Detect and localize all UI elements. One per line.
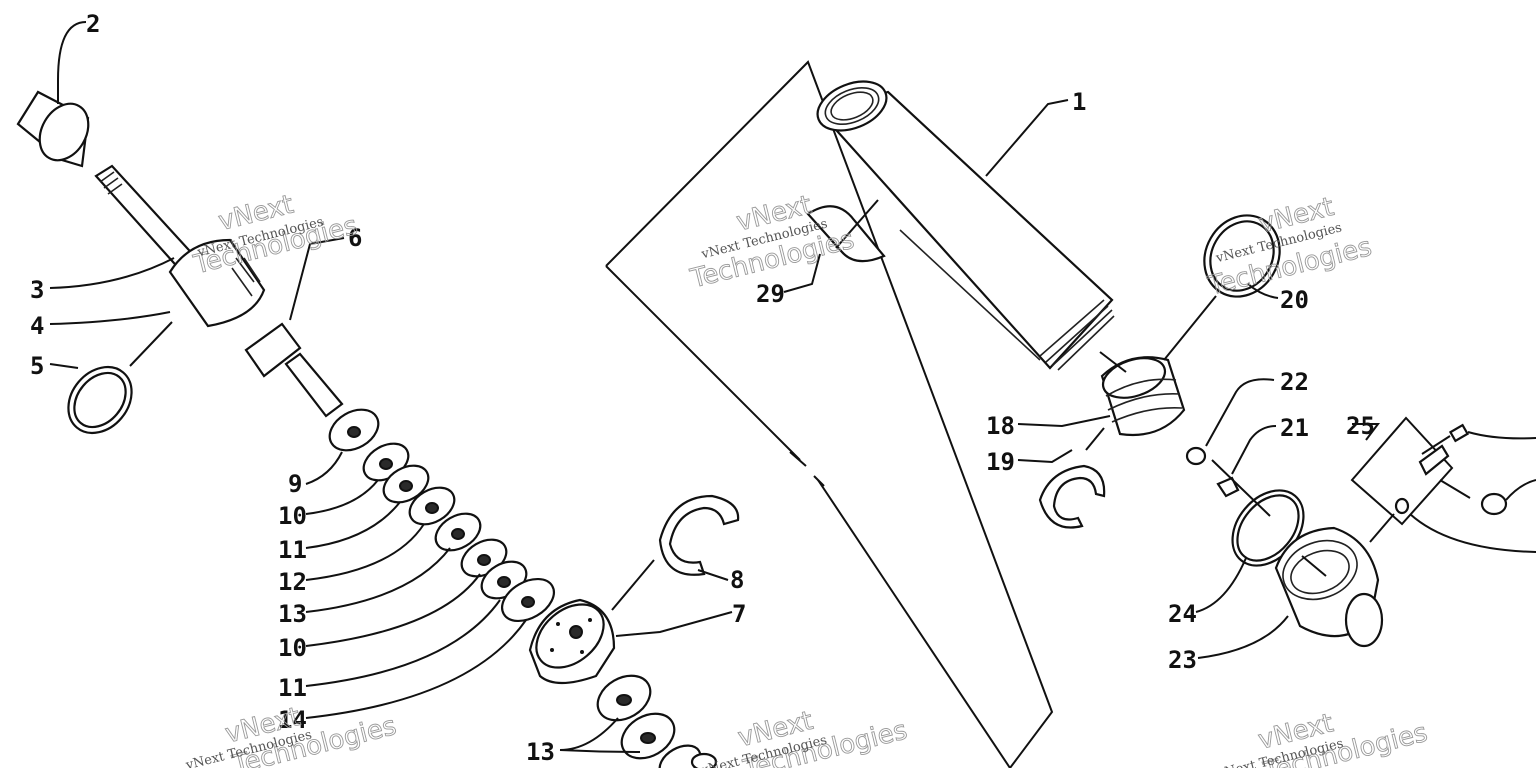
split-ring-19 — [1038, 464, 1106, 529]
label-23: 23 — [1168, 646, 1197, 674]
end-cap-23 — [1274, 526, 1384, 648]
label-7: 7 — [732, 600, 746, 628]
label-1: 1 — [1072, 88, 1086, 116]
lower-shims-13 — [596, 674, 718, 768]
piston-7 — [528, 598, 616, 685]
watermarks: vNext Technologies vNext Technologies vN… — [183, 189, 1431, 768]
band-8 — [658, 494, 740, 576]
valve-assembly-25 — [1350, 416, 1536, 553]
group-frame-lower — [817, 479, 1011, 768]
group-frame — [605, 60, 1054, 768]
label-20: 20 — [1280, 286, 1309, 314]
watermark-bottom-center: vNext Technologies vNext Technologies — [699, 705, 911, 768]
label-5: 5 — [30, 352, 44, 380]
label-9: 9 — [288, 470, 302, 498]
label-10b: 10 — [278, 634, 307, 662]
label-22: 22 — [1280, 368, 1309, 396]
cylinder-body — [816, 80, 1115, 371]
label-24: 24 — [1168, 600, 1197, 628]
label-6: 6 — [348, 224, 362, 252]
label-11a: 11 — [278, 536, 307, 564]
watermark-left: vNext Technologies vNext Technologies — [190, 189, 361, 281]
gland-4 — [168, 238, 266, 328]
washer-22 — [1185, 446, 1207, 466]
label-11b: 11 — [278, 674, 307, 702]
label-13a: 13 — [278, 600, 307, 628]
bracket-29 — [806, 205, 886, 263]
label-18: 18 — [986, 412, 1015, 440]
shim-stack — [328, 408, 555, 623]
label-19: 19 — [986, 448, 1015, 476]
bushing-6 — [244, 322, 344, 418]
o-ring-5 — [67, 365, 133, 435]
part-labels: 1 2 3 4 5 6 7 8 9 10 11 12 13 10 11 14 1… — [30, 10, 1375, 766]
label-3: 3 — [30, 276, 44, 304]
label-8: 8 — [730, 566, 744, 594]
label-13b: 13 — [526, 738, 555, 766]
cap-2 — [16, 90, 90, 168]
watermark-bottom-right: vNext Technologies vNext Technologies — [1215, 708, 1431, 768]
label-29: 29 — [756, 280, 785, 308]
o-ring-24 — [1231, 489, 1305, 567]
label-14: 14 — [278, 706, 307, 734]
o-ring-20 — [1203, 214, 1281, 298]
label-21: 21 — [1280, 414, 1309, 442]
leader-lines — [49, 21, 1471, 753]
label-25: 25 — [1346, 412, 1375, 440]
label-4: 4 — [30, 312, 44, 340]
label-2: 2 — [86, 10, 100, 38]
watermark-center: vNext Technologies vNext Technologies — [687, 190, 858, 295]
label-10a: 10 — [278, 502, 307, 530]
valve-21 — [1216, 476, 1240, 498]
label-12: 12 — [278, 568, 307, 596]
threaded-collar-18 — [1100, 356, 1186, 436]
